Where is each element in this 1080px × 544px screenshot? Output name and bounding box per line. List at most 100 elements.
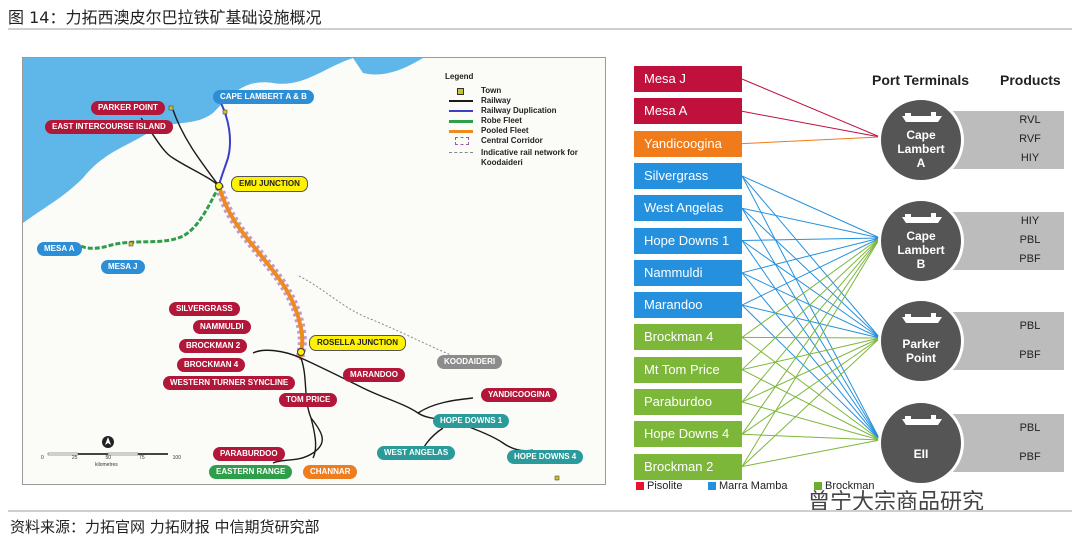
mine-box: Hope Downs 4	[634, 421, 742, 448]
legend-row-corridor: Central Corridor	[445, 136, 578, 146]
key-swatch	[708, 482, 716, 490]
ore-type-key-item: Brockman	[814, 480, 875, 492]
legend-row-indicative-2: Koodaideri	[445, 158, 578, 168]
ship-icon	[902, 112, 942, 122]
terminal-name-line: A	[916, 156, 926, 170]
mine-to-terminal-connector	[741, 337, 881, 371]
product-code: RVF	[1019, 133, 1041, 145]
product-code: PBL	[1019, 234, 1041, 246]
legend-label: Town	[481, 86, 502, 95]
mine-to-terminal-connector	[741, 337, 881, 403]
mine-box: West Angelas	[634, 195, 742, 222]
mine-to-terminal-connector	[741, 433, 881, 441]
map-label-nammuldi: NAMMULDI	[193, 320, 251, 334]
mine-box: Marandoo	[634, 292, 742, 319]
map-label-cape-lambert: CAPE LAMBERT A & B	[213, 90, 314, 104]
town-swatch	[457, 88, 464, 95]
mine-to-terminal-connector	[741, 237, 881, 403]
scale-ticks: 0 25 50 75 100	[41, 455, 181, 461]
robe-swatch	[449, 120, 473, 123]
map-label-mesa-j: MESA J	[101, 260, 145, 274]
map-legend: Legend Town Railway Railway Duplication …	[445, 72, 578, 168]
pooled-fleet-line	[217, 185, 305, 360]
map-label-hope-downs-1: HOPE DOWNS 1	[433, 414, 510, 428]
product-code: PBF	[1019, 253, 1041, 266]
product-code: PBF	[1019, 450, 1041, 463]
mine-box: Brockman 4	[634, 324, 742, 351]
mine-to-terminal-connector	[741, 175, 881, 239]
terminal-name: EII	[885, 447, 957, 461]
map-label-hope-downs-4: HOPE DOWNS 4	[507, 450, 584, 464]
legend-title: Legend	[445, 72, 474, 81]
emu-junction-dot	[215, 182, 223, 190]
scale-tick: 75	[139, 455, 145, 461]
indicative-swatch	[449, 152, 473, 153]
mine-to-terminal-connector	[741, 337, 881, 435]
mine-to-terminal-connector	[741, 237, 881, 306]
map-label-rosella-junction: ROSELLA JUNCTION	[309, 335, 407, 351]
ocean-area	[23, 58, 353, 223]
legend-label: Railway	[481, 96, 511, 105]
legend-label: Koodaideri	[481, 158, 523, 167]
products-header: Products	[1000, 72, 1061, 88]
legend-row-duplication: Railway Duplication	[445, 106, 578, 116]
pooled-swatch	[449, 130, 473, 133]
product-code: HIY	[1020, 214, 1040, 227]
mine-to-terminal-connector	[741, 439, 881, 468]
mine-box: Paraburdoo	[634, 389, 742, 415]
corridor-swatch	[455, 137, 469, 145]
robe-fleet-line	[80, 185, 221, 250]
mine-to-terminal-connector	[741, 237, 881, 371]
mine-to-terminal-connector	[741, 240, 881, 441]
mine-box: Brockman 2	[634, 453, 742, 480]
port-terminal: EII	[878, 400, 964, 486]
mine-to-terminal-connector	[741, 304, 881, 339]
ore-type-key-item: Marra Mamba	[708, 480, 787, 492]
footer-divider	[8, 510, 1072, 512]
terminal-name-line: B	[916, 257, 926, 271]
koodaideri-rail-line	[298, 275, 454, 357]
rosella-junction-dot	[297, 348, 305, 356]
legend-label: Central Corridor	[481, 136, 543, 145]
map-label-emu-junction: EMU JUNCTION	[231, 176, 308, 192]
mine-to-terminal-connector	[741, 304, 881, 441]
product-code: RVL	[1019, 113, 1041, 126]
mine-to-terminal-connector	[741, 110, 881, 138]
pilbara-map: 0 25 50 75 100 kilometres Legend Town Ra…	[22, 57, 606, 485]
ocean-east	[353, 58, 423, 75]
legend-row-robe: Robe Fleet	[445, 116, 578, 126]
mine-box: Hope Downs 1	[634, 227, 742, 254]
mine-box: Silvergrass	[634, 162, 742, 189]
mine-to-terminal-connector	[741, 337, 881, 467]
map-label-eastern-range: EASTERN RANGE	[209, 465, 293, 479]
railway-swatch	[449, 100, 473, 102]
key-swatch	[814, 482, 822, 490]
mine-to-terminal-connector	[741, 272, 881, 441]
mine-to-terminal-connector	[741, 369, 881, 441]
mine-to-terminal-connector	[741, 136, 881, 145]
legend-label: Railway Duplication	[481, 106, 557, 115]
product-code: PBL	[1019, 319, 1041, 332]
map-label-yandicoogina: YANDICOOGINA	[481, 388, 558, 402]
mine-to-terminal-connector	[741, 336, 881, 441]
map-label-western-turner: WESTERN TURNER SYNCLINE	[163, 376, 296, 390]
map-label-channar: CHANNAR	[303, 465, 358, 479]
key-label: Brockman	[825, 480, 875, 492]
mine-to-terminal-connector	[741, 175, 881, 441]
mine-to-terminal-connector	[741, 78, 881, 138]
map-label-parker-point: PARKER POINT	[91, 101, 165, 115]
terminal-name-line: Point	[906, 351, 936, 365]
ship-icon	[902, 313, 942, 323]
key-label: Pisolite	[647, 480, 683, 492]
scale-tick: 50	[105, 455, 111, 461]
source-note: 资料来源：力拓官网 力拓财报 中信期货研究部	[10, 518, 320, 536]
mine-to-terminal-connector	[741, 237, 881, 435]
title-divider	[8, 28, 1072, 30]
ore-type-key-item: Pisolite	[636, 480, 682, 492]
map-label-west-angelas: WEST ANGELAS	[377, 446, 456, 460]
